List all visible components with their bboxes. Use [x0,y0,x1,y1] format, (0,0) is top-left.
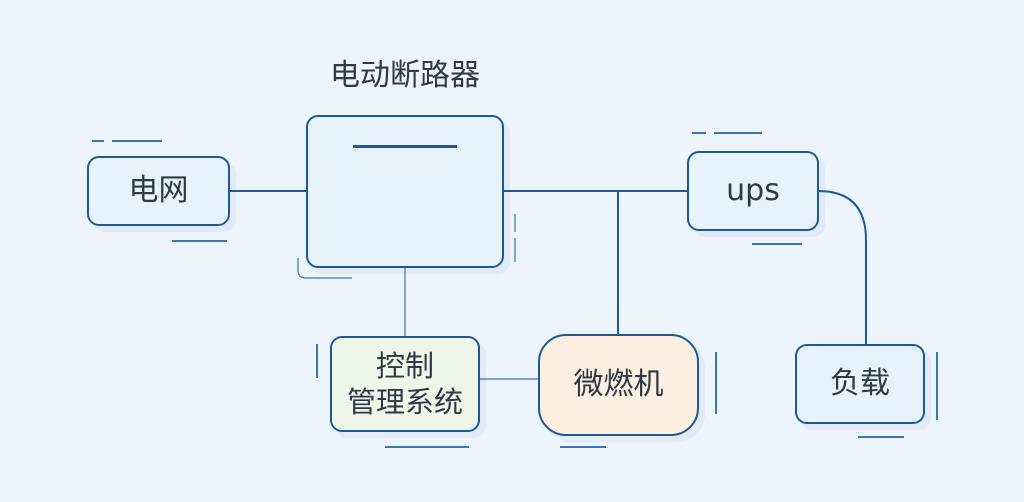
load-label: 负载 [830,366,890,402]
ups-deco-bottom [752,243,802,245]
control-node: 控制 管理系统 [330,336,480,432]
load-deco-bottom [858,436,904,438]
control-deco-bottom [385,446,469,448]
ups-node: ups [687,151,819,231]
breaker-title: 电动断路器 [330,58,480,93]
ups-label: ups [726,173,780,209]
microturbine-label: 微燃机 [573,367,664,403]
wire-ups-load [817,190,867,345]
grid-deco-top-a [92,140,104,142]
ups-deco-top-a [692,132,706,134]
load-node: 负载 [795,344,925,424]
breaker-corner-deco [297,258,352,279]
grid-node: 电网 [87,156,230,226]
control-label-line2: 管理系统 [346,385,463,419]
microturbine-deco-bottom [560,446,606,448]
breaker-node [306,115,504,268]
ups-deco-top-b [714,132,762,134]
control-deco-left [316,344,318,378]
microturbine-deco-right [715,352,717,414]
microturbine-node: 微燃机 [538,334,699,436]
grid-label: 电网 [128,173,189,209]
load-deco-right [936,352,938,420]
control-label-line1: 控制 [375,348,434,383]
grid-deco-bottom [172,240,227,242]
breaker-switch-bar [353,145,457,148]
grid-deco-top-b [112,140,162,142]
